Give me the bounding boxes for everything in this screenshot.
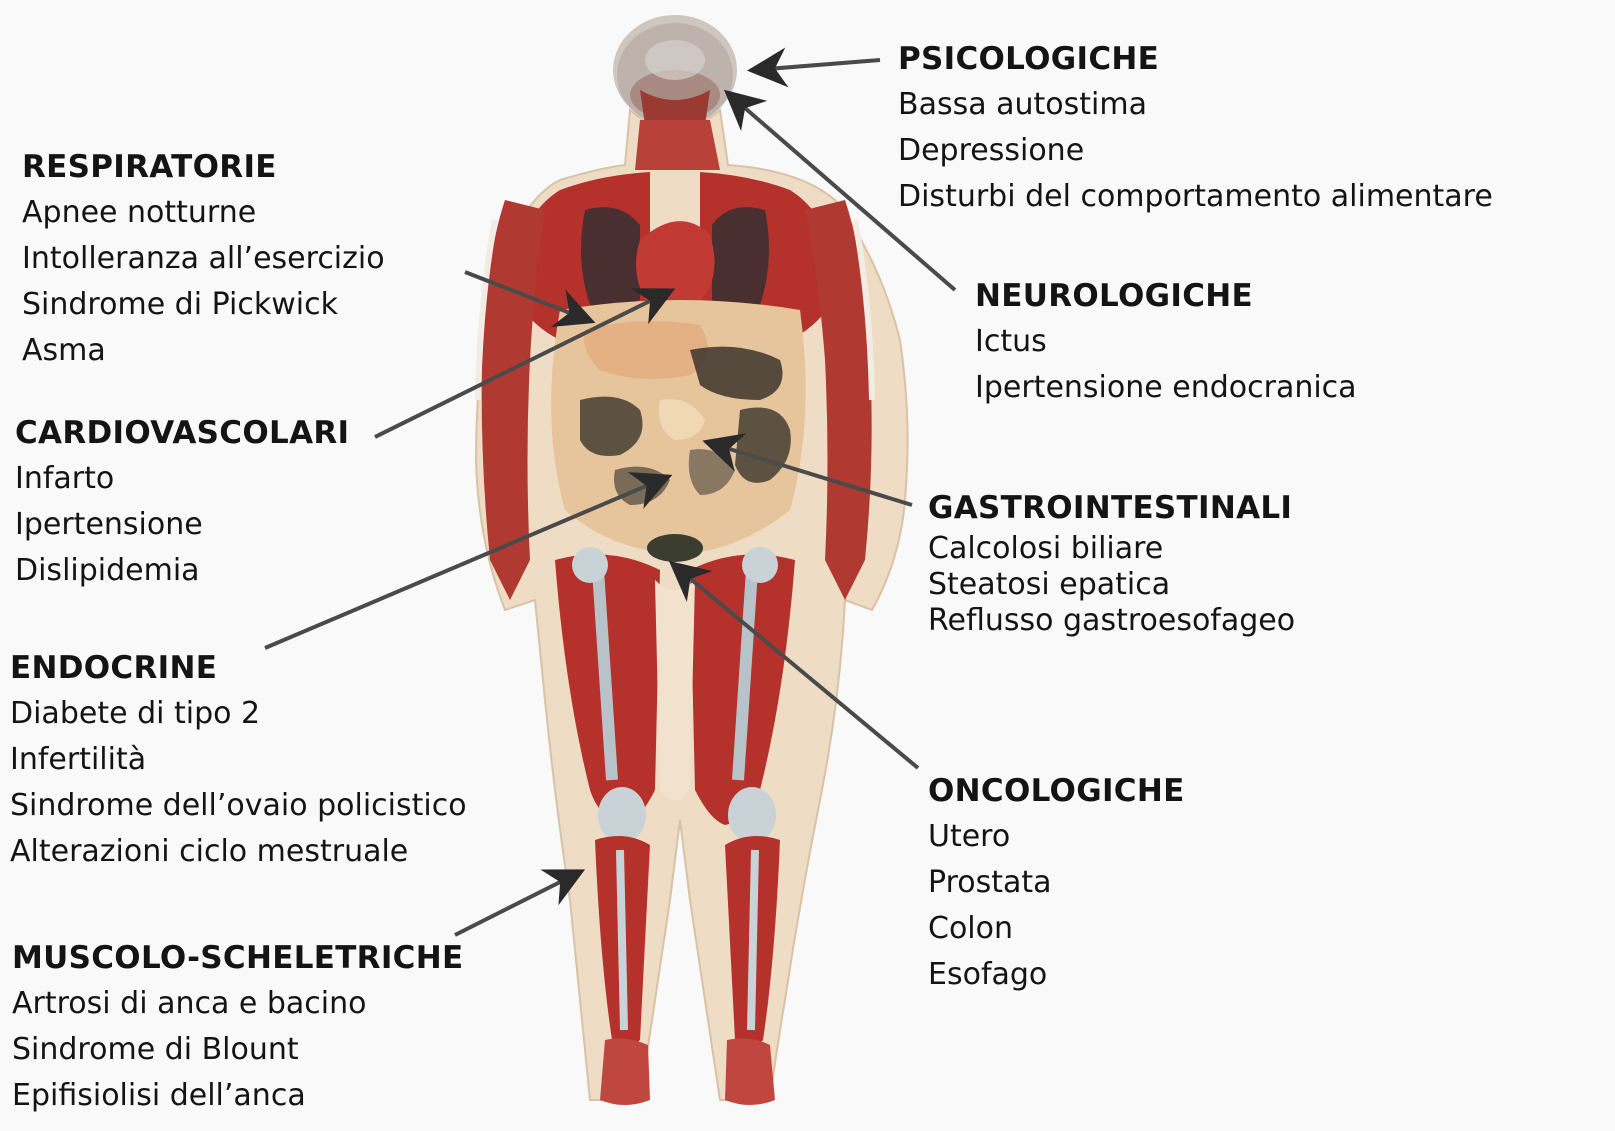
arrow-psicologiche	[755, 60, 880, 70]
group-title: PSICOLOGICHE	[898, 36, 1493, 82]
list-item: Colon	[928, 906, 1185, 952]
group-psicologiche: PSICOLOGICHE Bassa autostima Depressione…	[898, 36, 1493, 220]
list-item: Calcolosi biliare	[928, 531, 1295, 567]
group-title: GASTROINTESTINALI	[928, 485, 1295, 531]
list-item: Bassa autostima	[898, 82, 1493, 128]
group-gastrointestinali: GASTROINTESTINALI Calcolosi biliare Stea…	[928, 485, 1295, 639]
list-item: Intolleranza all’esercizio	[22, 236, 385, 282]
group-cardiovascolari: CARDIOVASCOLARI Infarto Ipertensione Dis…	[15, 410, 349, 594]
list-item: Prostata	[928, 860, 1185, 906]
group-title: CARDIOVASCOLARI	[15, 410, 349, 456]
list-item: Infarto	[15, 456, 349, 502]
list-item: Dislipidemia	[15, 548, 349, 594]
list-item: Artrosi di anca e bacino	[12, 981, 463, 1027]
abdomen	[551, 300, 806, 562]
list-item: Epifisiolisi dell’anca	[12, 1073, 463, 1119]
list-item: Apnee notturne	[22, 190, 385, 236]
group-oncologiche: ONCOLOGICHE Utero Prostata Colon Esofago	[928, 768, 1185, 998]
list-item: Sindrome di Pickwick	[22, 282, 385, 328]
group-endocrine: ENDOCRINE Diabete di tipo 2 Infertilità …	[10, 645, 467, 875]
arrow-muscolo-scheletriche	[455, 873, 578, 935]
list-item: Ipertensione	[15, 502, 349, 548]
list-item: Reflusso gastroesofageo	[928, 603, 1295, 639]
group-muscolo-scheletriche: MUSCOLO-SCHELETRICHE Artrosi di anca e b…	[12, 935, 463, 1119]
list-item: Diabete di tipo 2	[10, 691, 467, 737]
group-title: MUSCOLO-SCHELETRICHE	[12, 935, 463, 981]
list-item: Sindrome di Blount	[12, 1027, 463, 1073]
list-item: Utero	[928, 814, 1185, 860]
group-respiratorie: RESPIRATORIE Apnee notturne Intolleranza…	[22, 144, 385, 374]
list-item: Steatosi epatica	[928, 567, 1295, 603]
list-item: Alterazioni ciclo mestruale	[10, 829, 467, 875]
group-title: ENDOCRINE	[10, 645, 467, 691]
list-item: Esofago	[928, 952, 1185, 998]
list-item: Infertilità	[10, 737, 467, 783]
lungs-and-heart	[581, 207, 769, 313]
group-title: RESPIRATORIE	[22, 144, 385, 190]
list-item: Sindrome dell’ovaio policistico	[10, 783, 467, 829]
list-item: Asma	[22, 328, 385, 374]
list-item: Disturbi del comportamento alimentare	[898, 174, 1493, 220]
list-item: Depressione	[898, 128, 1493, 174]
group-neurologiche: NEUROLOGICHE Ictus Ipertensione endocran…	[975, 273, 1357, 411]
group-title: ONCOLOGICHE	[928, 768, 1185, 814]
list-item: Ipertensione endocranica	[975, 365, 1357, 411]
group-title: NEUROLOGICHE	[975, 273, 1357, 319]
list-item: Ictus	[975, 319, 1357, 365]
